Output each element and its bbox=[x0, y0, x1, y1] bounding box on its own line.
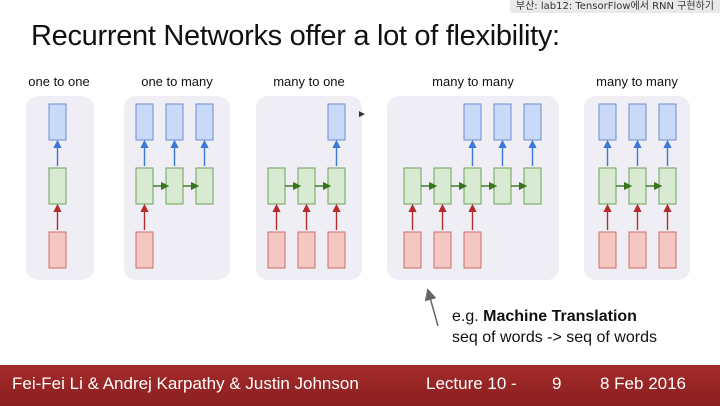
footer-lecture: Lecture 10 - bbox=[426, 374, 517, 393]
slide-footer: Fei-Fei Li & Andrej Karpathy & Justin Jo… bbox=[0, 365, 720, 406]
footer-date: 8 Feb 2016 bbox=[600, 374, 687, 393]
input-box bbox=[135, 231, 154, 269]
diagram-label-one-to-many: one to many bbox=[141, 74, 213, 89]
footer-page-number: 9 bbox=[552, 374, 562, 393]
example-note-line2: seq of words -> seq of words bbox=[452, 329, 657, 346]
example-highlight: Machine Translation bbox=[483, 308, 637, 325]
input-box bbox=[297, 231, 316, 269]
input-box bbox=[48, 231, 67, 269]
input-box bbox=[403, 231, 422, 269]
example-note-line1: e.g. Machine Translation bbox=[452, 306, 657, 327]
footer-authors: Fei-Fei Li & Andrej Karpathy & Justin Jo… bbox=[12, 374, 359, 393]
example-prefix: e.g. bbox=[452, 308, 484, 325]
input-box bbox=[327, 231, 346, 269]
input-box bbox=[267, 231, 286, 269]
example-note: e.g. Machine Translation seq of words ->… bbox=[452, 306, 657, 348]
input-box bbox=[598, 231, 617, 269]
input-box bbox=[463, 231, 482, 269]
input-box bbox=[433, 231, 452, 269]
diagram-label-one-to-one: one to one bbox=[28, 74, 90, 89]
slide-title: Recurrent Networks offer a lot of flexib… bbox=[31, 20, 560, 52]
mouse-cursor-icon: ► bbox=[357, 109, 367, 120]
diagram-label-many-to-many-delayed: many to many bbox=[432, 74, 514, 89]
input-box bbox=[658, 231, 677, 269]
diagram-label-many-to-one: many to one bbox=[273, 74, 345, 89]
input-box bbox=[628, 231, 647, 269]
video-caption-tag: 부산: lab12: TensorFlow에서 RNN 구현하기 bbox=[509, 0, 720, 13]
diagram-label-many-to-many-synced: many to many bbox=[596, 74, 678, 89]
